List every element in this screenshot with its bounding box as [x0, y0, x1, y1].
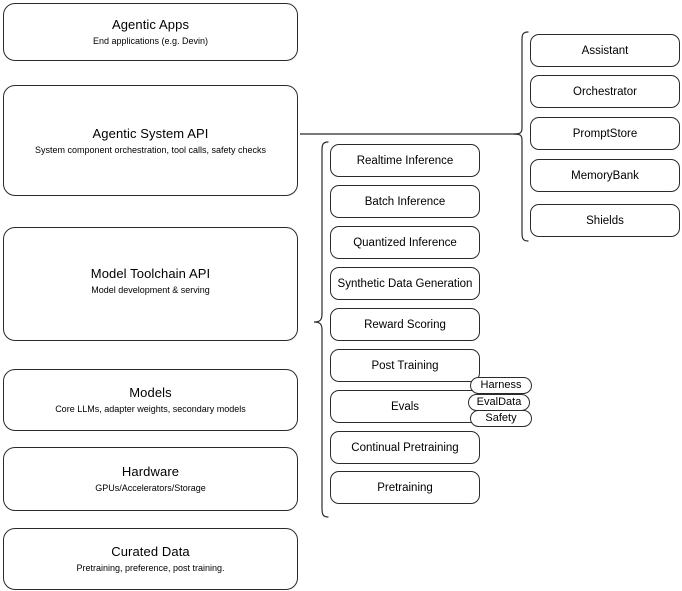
- pill-label: Harness: [480, 379, 522, 391]
- component-chip-realtime-inference[interactable]: Realtime Inference: [330, 144, 480, 177]
- layer-subtitle: System component orchestration, tool cal…: [34, 145, 267, 155]
- chip-label: Evals: [390, 400, 420, 413]
- chip-label: Orchestrator: [573, 85, 637, 98]
- chip-label: Realtime Inference: [356, 154, 454, 167]
- eval-pill-safety[interactable]: Safety: [470, 410, 532, 427]
- layer-title: Models: [129, 384, 172, 400]
- chip-label: Pretraining: [377, 481, 433, 494]
- chip-label: Shields: [586, 214, 624, 227]
- pill-label: Safety: [485, 412, 517, 424]
- layer-box-agentic-apps[interactable]: Agentic Apps End applications (e.g. Devi…: [3, 3, 298, 61]
- brace-model-toolchain-components: [312, 140, 330, 520]
- chip-label: Continual Pretraining: [351, 441, 459, 454]
- layer-title: Curated Data: [111, 543, 190, 559]
- eval-pill-evaldata[interactable]: EvalData: [468, 394, 530, 411]
- layer-box-hardware[interactable]: Hardware GPUs/Accelerators/Storage: [3, 447, 298, 511]
- component-chip-quantized-inference[interactable]: Quantized Inference: [330, 226, 480, 259]
- component-chip-continual-pretraining[interactable]: Continual Pretraining: [330, 431, 480, 464]
- connector-agentic-system-api: [300, 126, 525, 142]
- component-chip-batch-inference[interactable]: Batch Inference: [330, 185, 480, 218]
- layer-subtitle: Pretraining, preference, post training.: [76, 562, 225, 573]
- chip-label: Batch Inference: [364, 195, 446, 208]
- chip-label: Assistant: [581, 44, 629, 57]
- eval-pill-harness[interactable]: Harness: [470, 377, 532, 394]
- component-chip-shields[interactable]: Shields: [530, 204, 680, 237]
- layer-title: Hardware: [121, 463, 180, 479]
- layer-box-model-toolchain-api[interactable]: Model Toolchain API Model development & …: [3, 227, 298, 341]
- layer-subtitle: Core LLMs, adapter weights, secondary mo…: [55, 403, 246, 414]
- chip-label: Reward Scoring: [364, 318, 446, 331]
- layer-subtitle: Model development & serving: [91, 285, 210, 295]
- layer-title: Model Toolchain API: [90, 266, 211, 281]
- layer-title: Agentic System API: [92, 126, 209, 141]
- chip-label: Quantized Inference: [353, 236, 457, 249]
- component-chip-synthetic-data-generation[interactable]: Synthetic Data Generation: [330, 267, 480, 300]
- pill-label: EvalData: [476, 396, 522, 408]
- component-chip-promptstore[interactable]: PromptStore: [530, 117, 680, 150]
- component-chip-evals[interactable]: Evals: [330, 390, 480, 423]
- component-chip-reward-scoring[interactable]: Reward Scoring: [330, 308, 480, 341]
- layer-title: Agentic Apps: [111, 16, 190, 32]
- layer-subtitle: End applications (e.g. Devin): [92, 35, 209, 46]
- chip-label: MemoryBank: [571, 169, 639, 182]
- component-chip-post-training[interactable]: Post Training: [330, 349, 480, 382]
- layer-box-models[interactable]: Models Core LLMs, adapter weights, secon…: [3, 369, 298, 431]
- layer-box-curated-data[interactable]: Curated Data Pretraining, preference, po…: [3, 528, 298, 590]
- chip-label: Synthetic Data Generation: [337, 277, 473, 290]
- layer-subtitle: GPUs/Accelerators/Storage: [95, 482, 206, 493]
- component-chip-memorybank[interactable]: MemoryBank: [530, 159, 680, 192]
- component-chip-pretraining[interactable]: Pretraining: [330, 471, 480, 504]
- chip-label: PromptStore: [572, 127, 638, 140]
- brace-agentic-system-components: [512, 30, 530, 244]
- chip-label: Post Training: [371, 359, 439, 372]
- component-chip-assistant[interactable]: Assistant: [530, 34, 680, 67]
- component-chip-orchestrator[interactable]: Orchestrator: [530, 75, 680, 108]
- layer-box-agentic-system-api[interactable]: Agentic System API System component orch…: [3, 85, 298, 196]
